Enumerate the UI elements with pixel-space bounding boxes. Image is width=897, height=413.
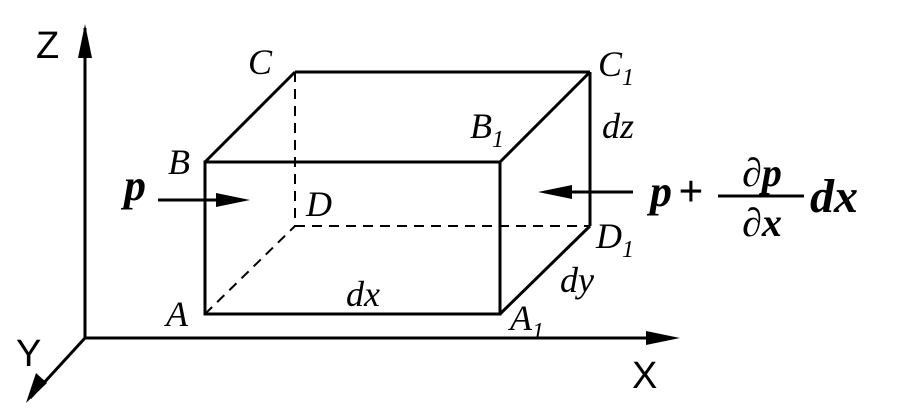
dimension-label-dy: dy [560,260,594,300]
vertex-label-b1: B1 [470,106,504,153]
dimension-label-dx: dx [346,274,380,314]
right-pressure-arrowhead [538,185,572,199]
vertex-label-d: D [305,184,332,224]
pressure-gradient-denominator: ∂x [742,200,782,245]
edge-a1-d1 [498,224,592,316]
pressure-gradient-numerator: ∂p [742,150,782,195]
x-axis-label: X [632,355,657,397]
z-axis-arrowhead [78,24,92,58]
vertex-label-b: B [168,142,190,182]
edge-b1-c1 [498,70,592,164]
vertex-label-a1: A1 [508,298,544,345]
dimension-label-dz: dz [602,106,634,146]
y-axis-label: Y [16,333,41,375]
left-pressure-label: p [120,161,146,210]
right-pressure-plus: + [678,167,703,216]
vertex-label-c1: C1 [598,44,634,91]
right-pressure-p: p [646,167,672,216]
vertex-label-c: C [248,42,273,82]
right-pressure-dx: dx [810,170,858,223]
hidden-edge-a-d [204,225,296,315]
y-axis-arrowhead [26,373,47,403]
x-axis-arrowhead [646,331,680,345]
left-pressure-arrowhead [216,193,250,207]
vertex-label-d1: D1 [595,216,634,263]
edge-b-c [203,70,297,164]
z-axis-label: Z [36,25,59,67]
vertex-label-a: A [164,294,189,334]
